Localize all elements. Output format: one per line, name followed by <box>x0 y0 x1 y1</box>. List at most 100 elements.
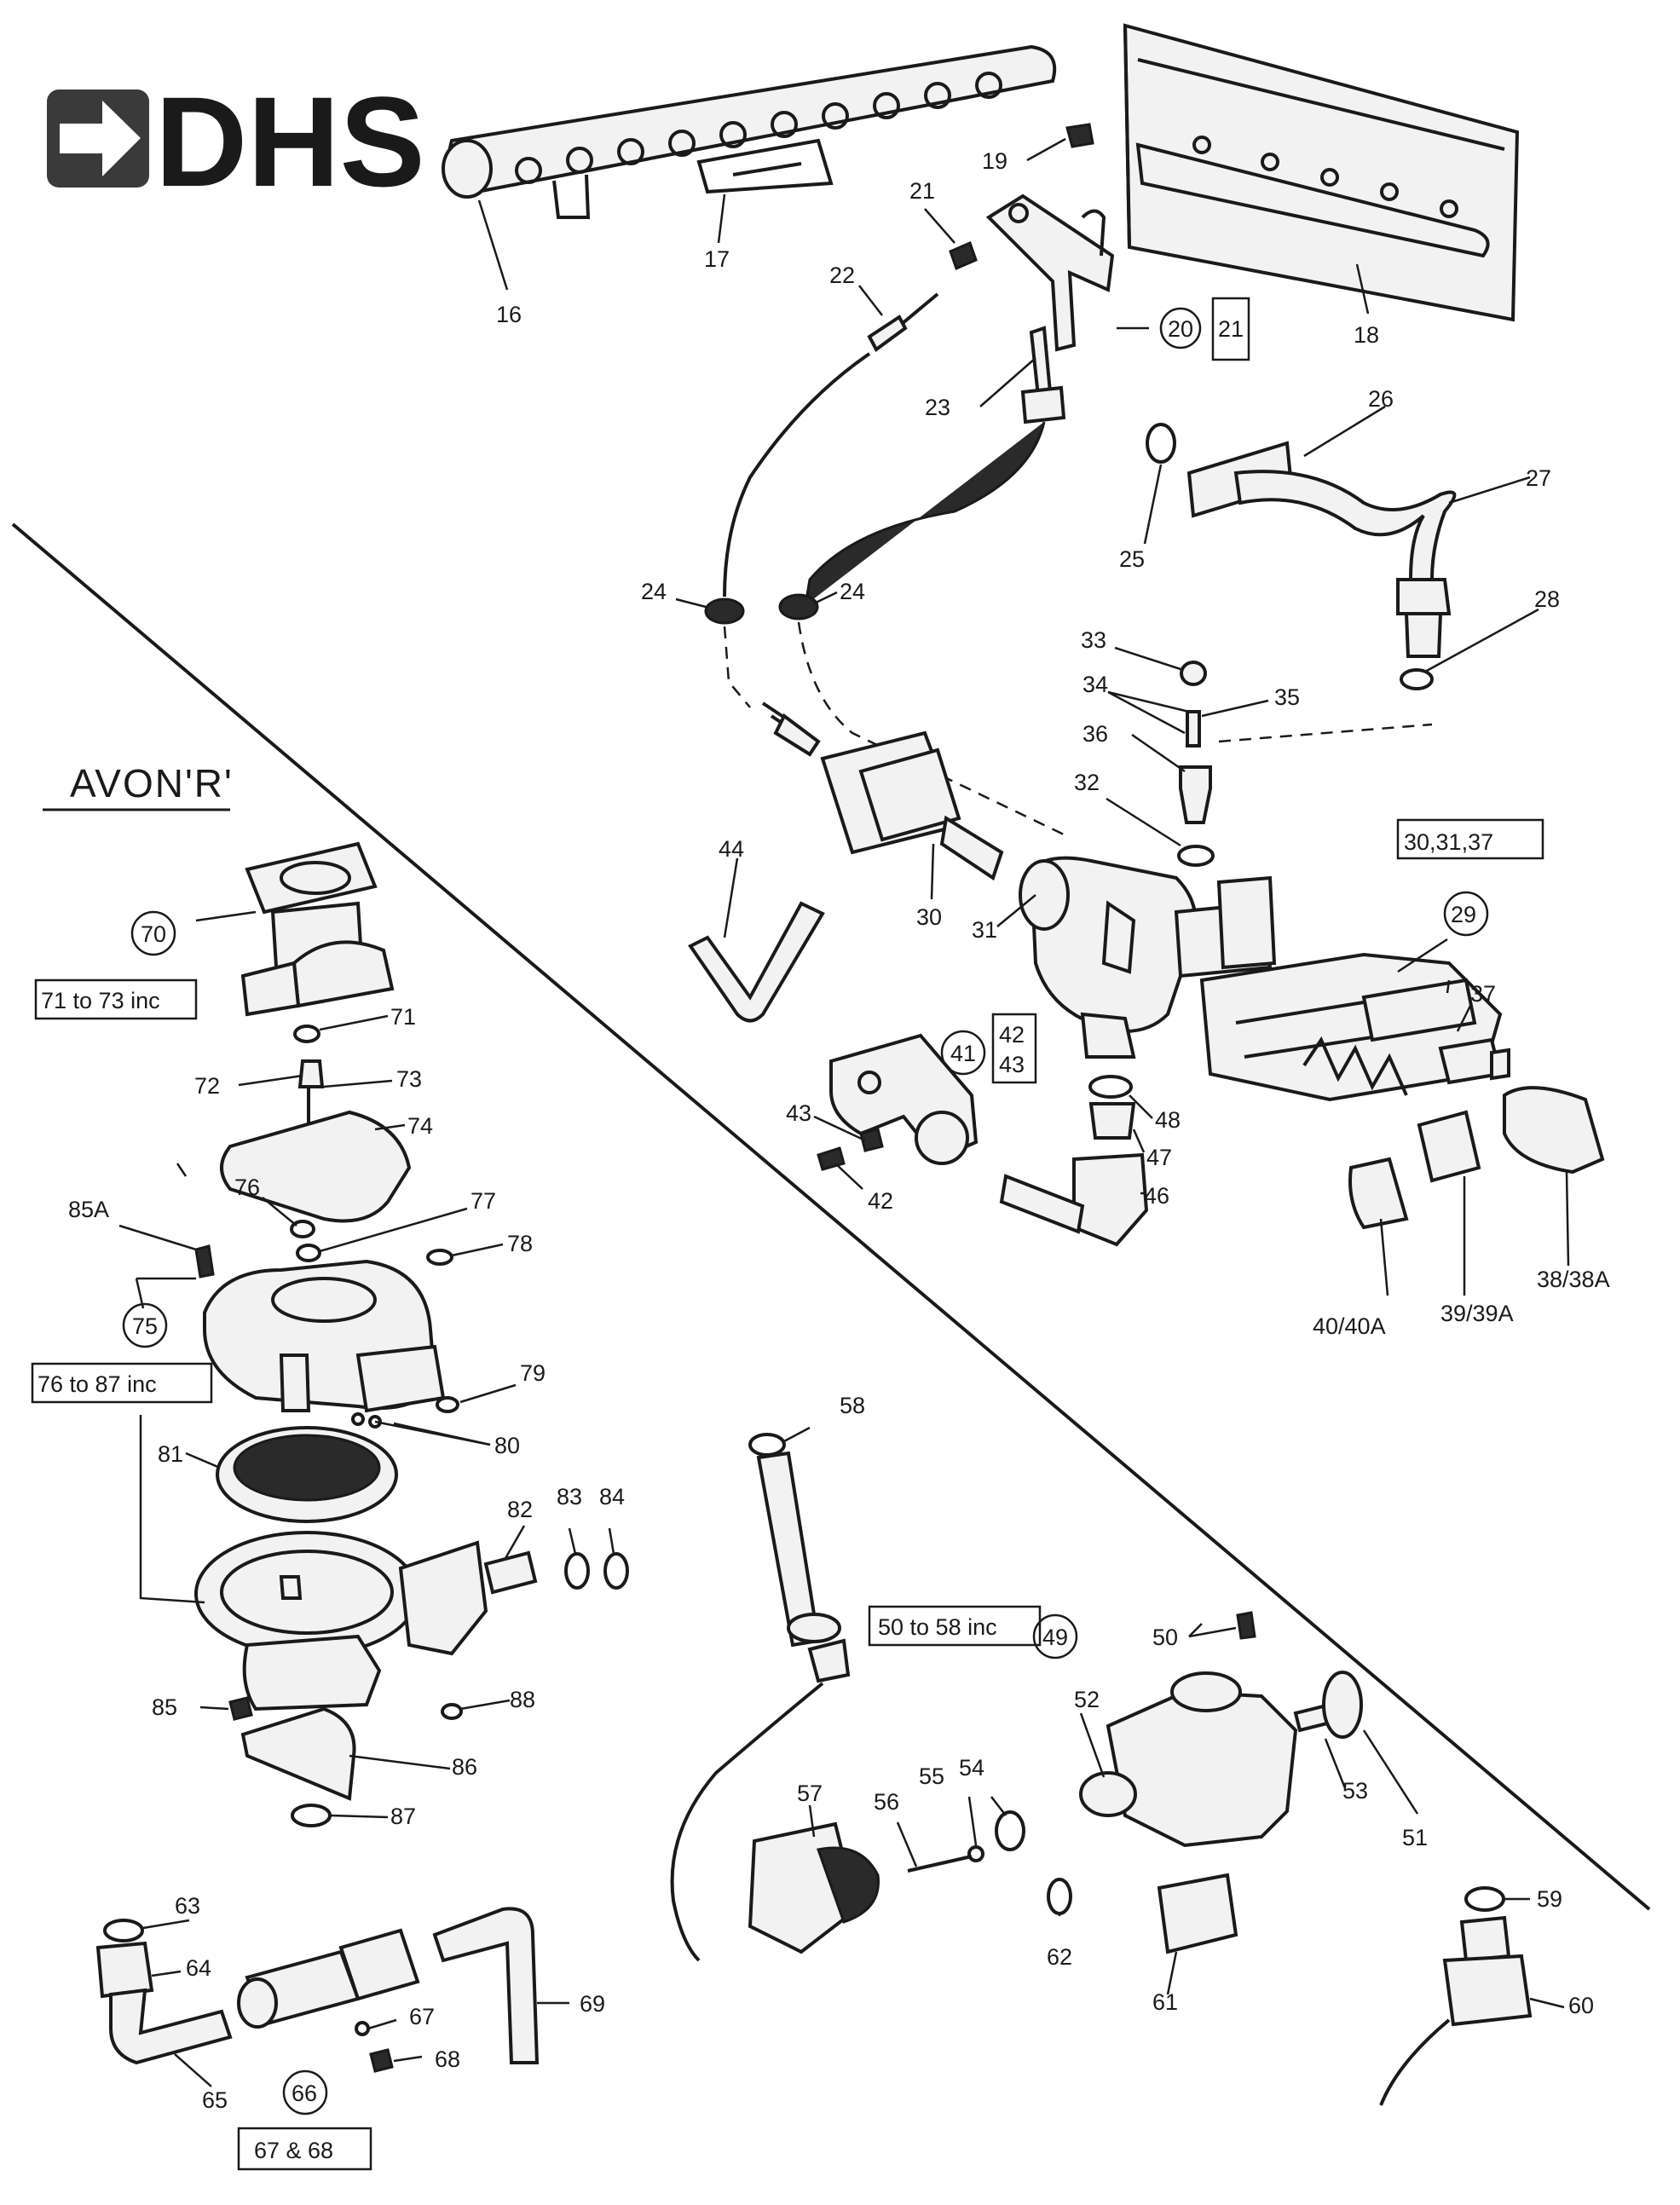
part-77-washer <box>296 1244 321 1262</box>
label-24-right: 24 <box>840 579 865 604</box>
part-67-washer <box>355 2021 370 2036</box>
label-19: 19 <box>982 148 1007 174</box>
part-labels: 16 17 18 19 20 21 21 22 23 24 24 25 26 2… <box>38 148 1610 2163</box>
label-67-and-68: 67 & 68 <box>254 2138 333 2163</box>
part-63-washer <box>103 1919 144 1942</box>
part-46-elbow <box>999 1152 1149 1247</box>
label-54: 54 <box>959 1755 984 1781</box>
part-87-washer <box>291 1804 332 1827</box>
label-22: 22 <box>829 263 855 288</box>
section-title: AVON'R' <box>43 761 232 811</box>
label-77: 77 <box>471 1188 496 1214</box>
part-70-inlet-casting <box>240 841 395 1017</box>
part-68-screw <box>369 2048 394 2073</box>
label-34: 34 <box>1082 672 1108 697</box>
label-73: 73 <box>396 1066 422 1092</box>
part-25-washer <box>1146 423 1176 464</box>
label-40-40A: 40/40A <box>1313 1313 1386 1339</box>
part-85A-screw <box>194 1244 215 1279</box>
label-81: 81 <box>158 1441 183 1467</box>
part-24-nut-right <box>778 593 819 621</box>
part-governor-lower-body <box>194 1531 488 1711</box>
label-27: 27 <box>1526 465 1551 491</box>
label-28: 28 <box>1534 586 1560 612</box>
label-63: 63 <box>175 1893 200 1919</box>
part-59-washer <box>1464 1886 1505 1912</box>
part-55-nut <box>967 1845 984 1862</box>
part-85-screw <box>228 1696 253 1721</box>
label-86: 86 <box>452 1754 477 1780</box>
part-61-bracket <box>1157 1873 1238 1954</box>
label-71-to-73: 71 to 73 inc <box>41 988 160 1013</box>
label-85: 85 <box>152 1694 177 1720</box>
part-18-burner-plate <box>1123 23 1520 322</box>
label-60: 60 <box>1568 1993 1594 2018</box>
label-36: 36 <box>1082 721 1108 747</box>
label-20: 20 <box>1168 316 1193 342</box>
part-84-washer <box>603 1552 629 1590</box>
label-71: 71 <box>390 1004 416 1030</box>
part-21-screw <box>949 240 978 271</box>
label-23: 23 <box>925 395 950 420</box>
label-66: 66 <box>292 2081 317 2106</box>
label-80: 80 <box>494 1433 520 1458</box>
part-57-probe-assembly <box>670 1451 880 1962</box>
part-86-cover <box>240 1706 356 1801</box>
part-69-pipe <box>432 1907 540 2064</box>
label-57: 57 <box>797 1781 823 1806</box>
label-21-box: 21 <box>1218 316 1244 342</box>
part-32-washer <box>1177 845 1215 867</box>
label-85A: 85A <box>68 1197 109 1222</box>
label-75: 75 <box>132 1313 158 1339</box>
part-23-electrode <box>804 326 1066 606</box>
callout-shapes <box>31 297 1544 2171</box>
part-78-washer <box>426 1249 453 1266</box>
part-43-screw <box>859 1128 884 1152</box>
label-38-38A: 38/38A <box>1537 1267 1610 1292</box>
part-54-washer <box>995 1810 1025 1851</box>
label-42: 42 <box>868 1188 893 1214</box>
label-58: 58 <box>840 1393 865 1418</box>
label-68: 68 <box>435 2046 460 2072</box>
label-72: 72 <box>194 1073 220 1099</box>
part-19-screw <box>1065 123 1094 148</box>
label-42-box: 42 <box>999 1022 1025 1048</box>
label-37: 37 <box>1470 981 1496 1007</box>
part-81-diaphragm <box>216 1426 398 1523</box>
part-22-thermocouple <box>723 292 939 597</box>
part-38-connector <box>1503 1086 1605 1175</box>
part-17-bracket <box>696 138 834 194</box>
part-40-plug <box>1348 1157 1409 1230</box>
label-33: 33 <box>1081 627 1106 653</box>
part-88-washer <box>441 1703 463 1720</box>
part-35-pin <box>1186 710 1201 748</box>
label-35: 35 <box>1274 684 1300 710</box>
label-74: 74 <box>407 1113 433 1139</box>
label-69: 69 <box>580 1991 605 2017</box>
part-79-washer <box>436 1396 459 1413</box>
part-64-65-elbow <box>95 1941 233 2065</box>
label-82: 82 <box>507 1497 533 1522</box>
label-44: 44 <box>719 836 744 862</box>
part-20-pilot-bracket <box>985 193 1115 352</box>
label-64: 64 <box>186 1955 211 1981</box>
part-62-washer <box>1047 1878 1072 1915</box>
label-47: 47 <box>1146 1145 1172 1170</box>
label-41: 41 <box>950 1041 976 1066</box>
part-80-screws <box>351 1412 382 1429</box>
label-30: 30 <box>916 904 942 930</box>
label-24-left: 24 <box>641 579 667 604</box>
part-31-valve-body <box>1019 856 1198 1059</box>
part-72-valve <box>297 1059 325 1088</box>
part-28-washer <box>1400 668 1434 690</box>
label-50: 50 <box>1152 1625 1178 1650</box>
part-71-washer <box>293 1025 320 1043</box>
part-83-washer <box>564 1552 590 1590</box>
part-75-governor-upper <box>203 1259 446 1413</box>
part-76-washer <box>290 1220 315 1238</box>
part-66-union <box>237 1928 420 2029</box>
part-47-jet <box>1088 1102 1136 1140</box>
label-84: 84 <box>599 1484 625 1509</box>
